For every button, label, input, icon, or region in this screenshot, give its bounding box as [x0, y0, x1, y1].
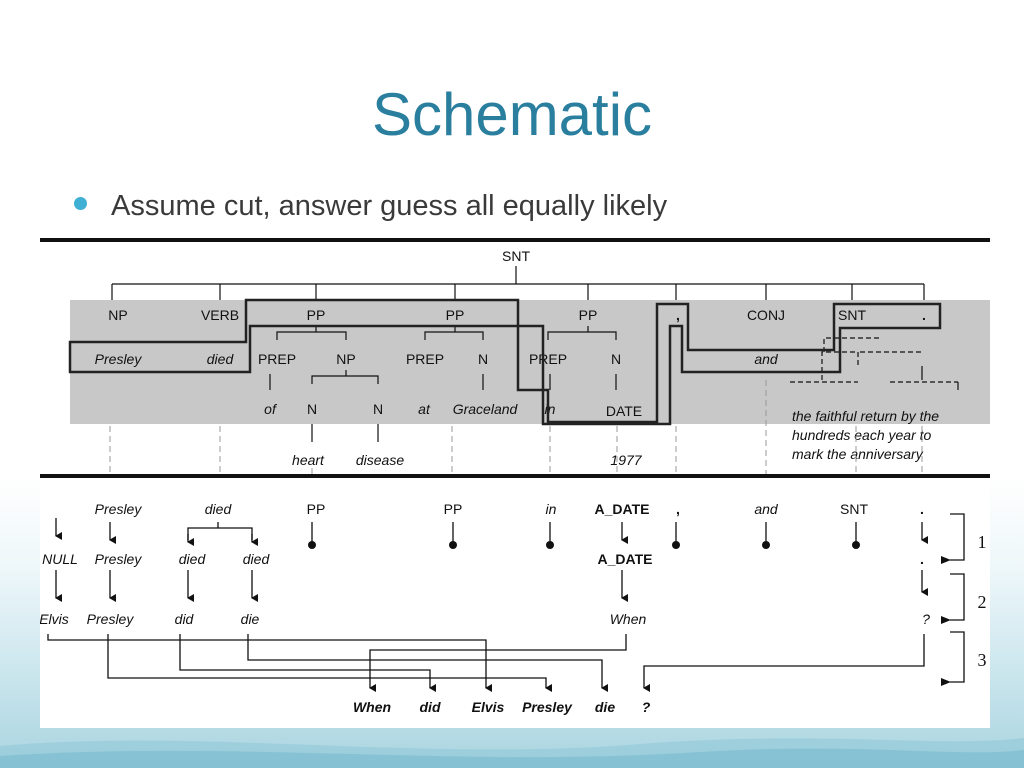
- step-number-3: 3: [978, 650, 987, 670]
- middle-rule: [40, 474, 990, 478]
- schematic-diagram: SNT NP VERB PP PP PP , CONJ SNT . Presle…: [40, 230, 990, 728]
- row3-die: die: [241, 611, 260, 627]
- row1-comma: ,: [676, 501, 680, 517]
- pp2-n: N: [478, 351, 488, 367]
- cut-boundary-outline: [68, 298, 942, 426]
- row2-died-1: died: [179, 551, 207, 567]
- snt-text-line-3: mark the anniversary: [792, 446, 924, 462]
- row2-a-date: A_DATE: [598, 551, 653, 567]
- row1-pp-2: PP: [444, 501, 463, 517]
- pp2-prep: PREP: [406, 351, 444, 367]
- row3-did: did: [175, 611, 195, 627]
- row1-died: died: [205, 501, 233, 517]
- leaf-died: died: [207, 351, 235, 367]
- row1-presley: Presley: [95, 501, 143, 517]
- leaf-date: DATE: [606, 403, 642, 419]
- row1-in: in: [546, 501, 557, 517]
- cat-verb: VERB: [201, 307, 239, 323]
- parse-gray-region: [70, 300, 990, 424]
- top-rule: [40, 238, 990, 242]
- output-die: die: [595, 699, 615, 715]
- leaf-of: of: [264, 401, 278, 417]
- cat-pp-3: PP: [579, 307, 598, 323]
- diagram-svg: SNT NP VERB PP PP PP , CONJ SNT . Presle…: [40, 230, 990, 728]
- leaf-1977: 1977: [610, 452, 642, 468]
- leaf-disease: disease: [356, 452, 404, 468]
- output-question: ?: [642, 699, 651, 715]
- root-snt-label: SNT: [502, 248, 530, 264]
- snt-text-line-1: the faithful return by the: [792, 408, 939, 424]
- reorder-lines: [47, 634, 925, 692]
- row3-when: When: [610, 611, 647, 627]
- cat-np: NP: [108, 307, 127, 323]
- row3-question: ?: [922, 611, 930, 627]
- step-number-1: 1: [978, 532, 987, 552]
- leaf-at: at: [418, 401, 431, 417]
- cat-snt: SNT: [838, 307, 866, 323]
- leaf-graceland: Graceland: [453, 401, 519, 417]
- pp1-np-n1: N: [307, 401, 317, 417]
- cat-pp-1: PP: [307, 307, 326, 323]
- leaf-heart: heart: [292, 452, 325, 468]
- row1-period: .: [920, 501, 924, 517]
- row2-presley: Presley: [95, 551, 143, 567]
- cat-pp-2: PP: [446, 307, 465, 323]
- pp1-np-n2: N: [373, 401, 383, 417]
- snt-text-line-2: hundreds each year to: [792, 427, 932, 443]
- bullet-dot-icon: [74, 196, 87, 210]
- cat-conj: CONJ: [747, 307, 785, 323]
- pp1-prep: PREP: [258, 351, 296, 367]
- row2-null: NULL: [42, 551, 78, 567]
- output-presley: Presley: [522, 699, 573, 715]
- row2-period: .: [920, 551, 924, 567]
- cat-comma: ,: [676, 307, 680, 323]
- leaf-presley: Presley: [95, 351, 143, 367]
- row1-a-date: A_DATE: [595, 501, 650, 517]
- row1-snt: SNT: [840, 501, 868, 517]
- bullet-item: Assume cut, answer guess all equally lik…: [74, 186, 667, 226]
- output-elvis: Elvis: [472, 699, 505, 715]
- pp3-prep: PREP: [529, 351, 567, 367]
- slide-title: Schematic: [371, 81, 653, 148]
- row2-died-2: died: [243, 551, 271, 567]
- leaf-and: and: [754, 351, 779, 367]
- row1-and: and: [754, 501, 779, 517]
- row3-presley: Presley: [87, 611, 135, 627]
- row3-elvis: Elvis: [40, 611, 69, 627]
- leaf-in: in: [545, 401, 556, 417]
- output-when: When: [353, 699, 391, 715]
- step-number-2: 2: [978, 592, 987, 612]
- cat-period: .: [922, 307, 926, 323]
- output-did: did: [420, 699, 441, 715]
- bullet-text: Assume cut, answer guess all equally lik…: [111, 189, 668, 222]
- row1-pp-1: PP: [307, 501, 326, 517]
- decorative-wave: [0, 738, 1024, 768]
- pp3-n: N: [611, 351, 621, 367]
- pp1-np: NP: [336, 351, 355, 367]
